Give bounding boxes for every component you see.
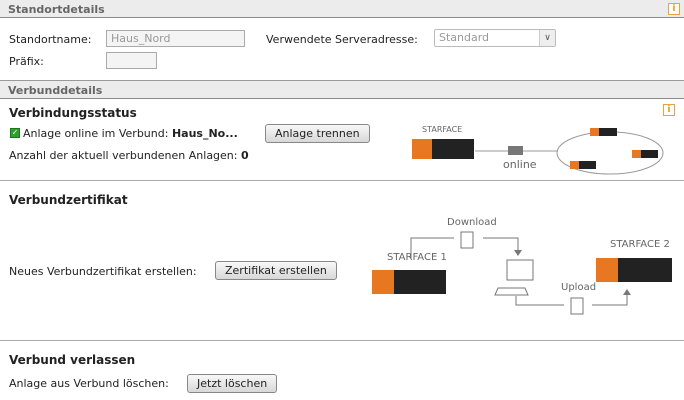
diagram-download: Download xyxy=(447,217,497,228)
verbindungsstatus-title: Verbindungsstatus xyxy=(9,106,137,120)
certificate-diagram xyxy=(372,231,672,315)
serveradresse-label: Verwendete Serveradresse: xyxy=(266,33,418,46)
verbund-verlassen-title: Verbund verlassen xyxy=(9,353,136,367)
connected-count-label: Anzahl der aktuell verbundenen Anlagen: … xyxy=(9,149,249,162)
prefix-input[interactable] xyxy=(106,52,157,69)
section-title: Verbunddetails xyxy=(8,84,103,97)
certificate-icon xyxy=(570,297,584,315)
diagram-brand: STARFACE xyxy=(422,125,463,134)
anlage-trennen-button[interactable]: Anlage trennen xyxy=(265,124,370,143)
prefix-label: Präfix: xyxy=(9,55,44,68)
diagram-online: online xyxy=(503,158,537,171)
leave-label: Anlage aus Verbund löschen: xyxy=(9,377,169,390)
info-icon[interactable]: i xyxy=(663,104,675,116)
computer-icon xyxy=(506,259,534,281)
chevron-down-icon[interactable]: ∨ xyxy=(539,30,555,46)
section-header-standortdetails: Standortdetails xyxy=(0,0,684,18)
verbund-name: Haus_No... xyxy=(171,127,238,140)
online-status-text: Anlage online im Verbund: Haus_No... xyxy=(23,127,238,140)
verbundzertifikat-title: Verbundzertifikat xyxy=(9,193,128,207)
remote-device xyxy=(632,150,658,158)
online-label: Anlage online im Verbund: xyxy=(23,127,169,140)
divider xyxy=(0,80,684,81)
section-title: Standortdetails xyxy=(8,3,105,16)
diagram-starface2: STARFACE 2 xyxy=(610,239,670,250)
standortname-label: Standortname: xyxy=(9,33,92,46)
starface-device xyxy=(412,139,474,159)
remote-device xyxy=(590,128,617,136)
diagram-starface1: STARFACE 1 xyxy=(387,252,447,263)
section-header-verbunddetails: Verbunddetails xyxy=(0,81,684,99)
info-icon[interactable]: i xyxy=(668,3,680,15)
count-label: Anzahl der aktuell verbundenen Anlagen: xyxy=(9,149,238,162)
select-value: Standard xyxy=(439,31,490,44)
standortname-input[interactable] xyxy=(106,30,245,47)
create-certificate-label: Neues Verbundzertifikat erstellen: xyxy=(9,265,197,278)
checkmark-icon: ✓ xyxy=(10,128,20,138)
divider xyxy=(0,340,684,341)
serveradresse-select[interactable]: Standard ∨ xyxy=(434,29,556,47)
starface2-device xyxy=(596,258,672,282)
zertifikat-erstellen-button[interactable]: Zertifikat erstellen xyxy=(215,261,337,280)
certificate-icon xyxy=(460,231,474,249)
jetzt-loeschen-button[interactable]: Jetzt löschen xyxy=(187,374,278,393)
divider xyxy=(0,180,684,181)
remote-device xyxy=(570,161,596,169)
count-value: 0 xyxy=(240,149,249,162)
starface1-device xyxy=(372,270,446,294)
diagram-upload: Upload xyxy=(561,282,597,293)
network-diagram xyxy=(412,128,664,175)
link-icon xyxy=(508,146,523,155)
